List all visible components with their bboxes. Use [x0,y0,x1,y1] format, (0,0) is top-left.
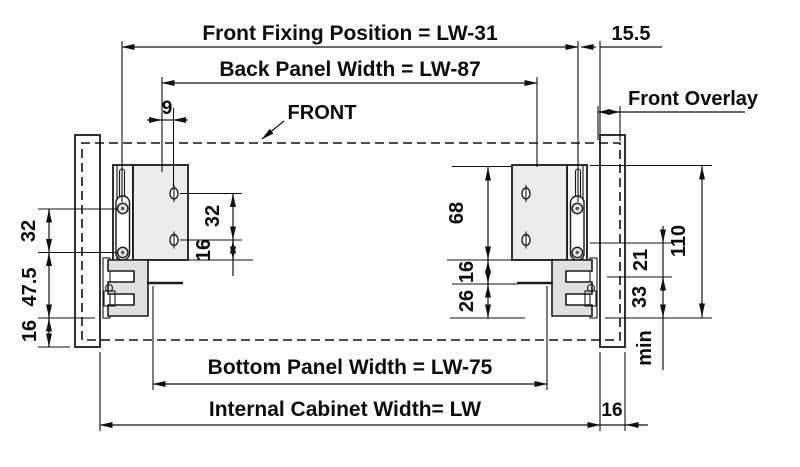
left-hole-spacing-label: 32 [202,205,224,227]
front-label: FRONT [288,102,357,124]
right-to-bottom-panel-label: 16 [456,261,478,283]
front-overlay-label: Front Overlay [628,88,759,110]
clearance-21-label: 21 [630,249,652,271]
clearance-33-label: 33 [629,286,651,308]
internal-cabinet-width-label: Internal Cabinet Width= LW [209,398,481,421]
left-lower-height-label: 47.5 [19,268,41,307]
back-offset-label: 9 [162,98,173,119]
dim-left-bracket: 32 16 [193,193,236,276]
dim-right-column: 21 33 110 min [629,165,705,370]
dim-gap-15-5: 15.5 [580,23,662,50]
dim-front-fixing-position: Front Fixing Position = LW-31 [121,22,579,50]
dim-front-overlay: Front Overlay [597,88,759,115]
right-top-to-bottom-label: 68 [446,202,468,224]
right-panel-to-base-label: 26 [456,290,478,312]
left-bottom-gap-label: 16 [19,320,41,342]
side-thickness-label: 16 [601,400,622,421]
left-hook-spacing-label: 32 [18,220,40,242]
left-hole-to-bottom-label: 16 [193,239,215,261]
dim-right-bracket: 68 16 26 [446,167,491,318]
front-leader: FRONT [261,102,357,140]
dim-left-column: 32 47.5 16 [18,209,52,347]
gap-15-5-label: 15.5 [612,23,651,45]
dim-back-panel-width: Back Panel Width = LW-87 [161,58,538,86]
left-cabinet-side-and-slide [73,133,255,349]
bottom-panel-width-label: Bottom Panel Width = LW-75 [208,356,493,379]
dim-internal-cabinet-width: Internal Cabinet Width= LW 16 [99,398,648,428]
dim-bottom-panel-width: Bottom Panel Width = LW-75 [152,356,548,387]
front-fixing-position-label: Front Fixing Position = LW-31 [202,22,498,45]
dim-back-offset-9: 9 [147,98,188,123]
height-110-label: 110 [668,225,690,257]
min-label: min [634,330,656,366]
back-panel-width-label: Back Panel Width = LW-87 [219,58,480,81]
